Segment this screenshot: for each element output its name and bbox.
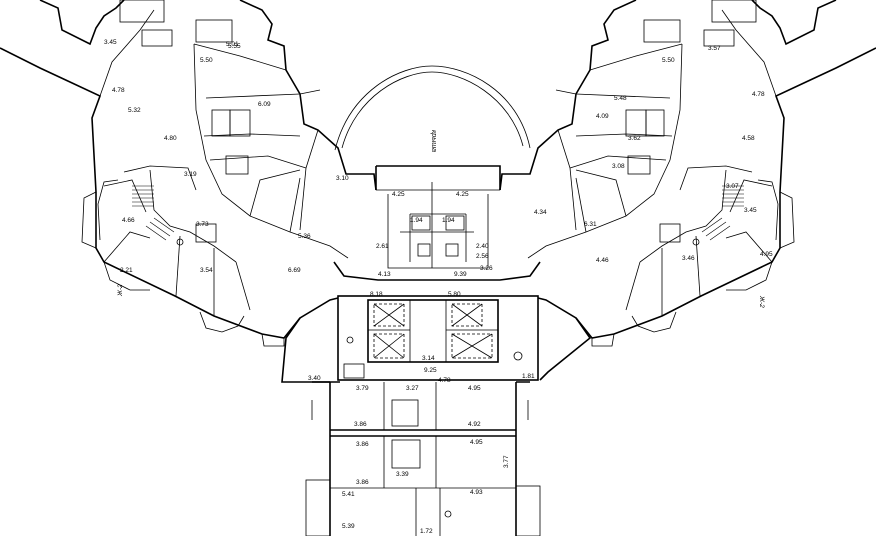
dim-label: 3.14	[422, 355, 435, 362]
dim-label: 5.55	[228, 43, 241, 50]
left-stair-hatch	[132, 185, 175, 241]
dim-label: 3.19	[184, 171, 197, 178]
dim-label: 3.73	[196, 221, 209, 228]
dim-label: 5.80	[448, 291, 461, 298]
dim-label: 6.09	[258, 101, 271, 108]
dim-label: 4.95	[470, 439, 483, 446]
dim-label: 3.40	[308, 375, 321, 382]
dim-label: 3.26	[480, 265, 493, 272]
dim-label: 3.46	[682, 255, 695, 262]
dim-label: 3.86	[354, 421, 367, 428]
dim-label: 4.78	[438, 377, 451, 384]
dim-label: 4.46	[596, 257, 609, 264]
dim-label: 5.48	[614, 95, 627, 102]
roof-label: крыша	[430, 130, 437, 152]
dim-label: 3.86	[356, 441, 369, 448]
dim-label: 5.50	[200, 57, 213, 64]
dim-label: 3.86	[356, 479, 369, 486]
dim-label: 5.32	[128, 107, 141, 114]
center-dimensions: 4.25 4.25 1.94 1.94 2.61 2.40 2.56 4.13 …	[308, 191, 510, 535]
dim-label: 3.57	[708, 45, 721, 52]
dim-label: 5.41	[342, 491, 355, 498]
dim-label: 4.13	[378, 271, 391, 278]
right-stair-hatch	[701, 185, 744, 241]
dim-label: 4.92	[468, 421, 481, 428]
dim-label: 3.79	[356, 385, 369, 392]
dim-label: 4.78	[112, 87, 125, 94]
dim-label: 3.08	[612, 163, 625, 170]
right-wing-dimensions: 3.57 5.50 5.48 4.09 3.62 3.08 4.34 4.58 …	[522, 45, 773, 380]
dim-label: 5.01	[226, 41, 239, 48]
right-axis-label: Ж-2	[758, 295, 765, 308]
dim-label: 3.07	[726, 183, 739, 190]
dim-label: 1.72	[420, 528, 433, 535]
central-core	[281, 165, 592, 536]
dim-label: 8.18	[370, 291, 383, 298]
dim-label: 4.25	[392, 191, 405, 198]
dim-label: 4.25	[456, 191, 469, 198]
dim-label: 3.45	[744, 207, 757, 214]
left-wing-dimensions: 5.55 5.50 6.09 5.36 4.80 3.73 6.69 3.54 …	[104, 39, 349, 274]
dim-label: 5.39	[342, 523, 355, 530]
dim-label: 4.95	[760, 251, 773, 258]
dim-label: 3.27	[406, 385, 419, 392]
dim-label: 4.58	[742, 135, 755, 142]
dim-label: 3.77	[503, 455, 510, 468]
dim-label: 3.10	[336, 175, 349, 182]
dim-label: 5.50	[662, 57, 675, 64]
dim-label: 6.69	[288, 267, 301, 274]
dim-label: 9.25	[424, 367, 437, 374]
dim-label: 3.62	[628, 135, 641, 142]
dim-label: 4.78	[752, 91, 765, 98]
dim-label: 2.61	[376, 243, 389, 250]
dim-label: 4.80	[164, 135, 177, 142]
dim-label: 3.54	[200, 267, 213, 274]
left-wing: Ж-2	[0, 0, 377, 347]
roof-arc: крыша	[334, 65, 531, 152]
dim-label: 9.39	[454, 271, 467, 278]
dim-label: 2.40	[476, 243, 489, 250]
dim-label: 1.81	[522, 373, 535, 380]
dim-label: 2.56	[476, 253, 489, 260]
dim-label: 1.94	[410, 217, 423, 224]
dim-label: 2.21	[120, 267, 133, 274]
dim-label: 3.39	[396, 471, 409, 478]
dim-label: 4.95	[468, 385, 481, 392]
dim-label: 4.34	[534, 209, 547, 216]
dim-label: 1.94	[442, 217, 455, 224]
dim-label: 5.36	[298, 233, 311, 240]
dim-label: 6.31	[584, 221, 597, 228]
dim-label: 4.09	[596, 113, 609, 120]
right-wing: Ж-2	[499, 0, 876, 347]
dim-label: 4.66	[122, 217, 135, 224]
left-axis-label: Ж-2	[117, 284, 124, 297]
dim-label: 4.93	[470, 489, 483, 496]
dim-label: 3.45	[104, 39, 117, 46]
